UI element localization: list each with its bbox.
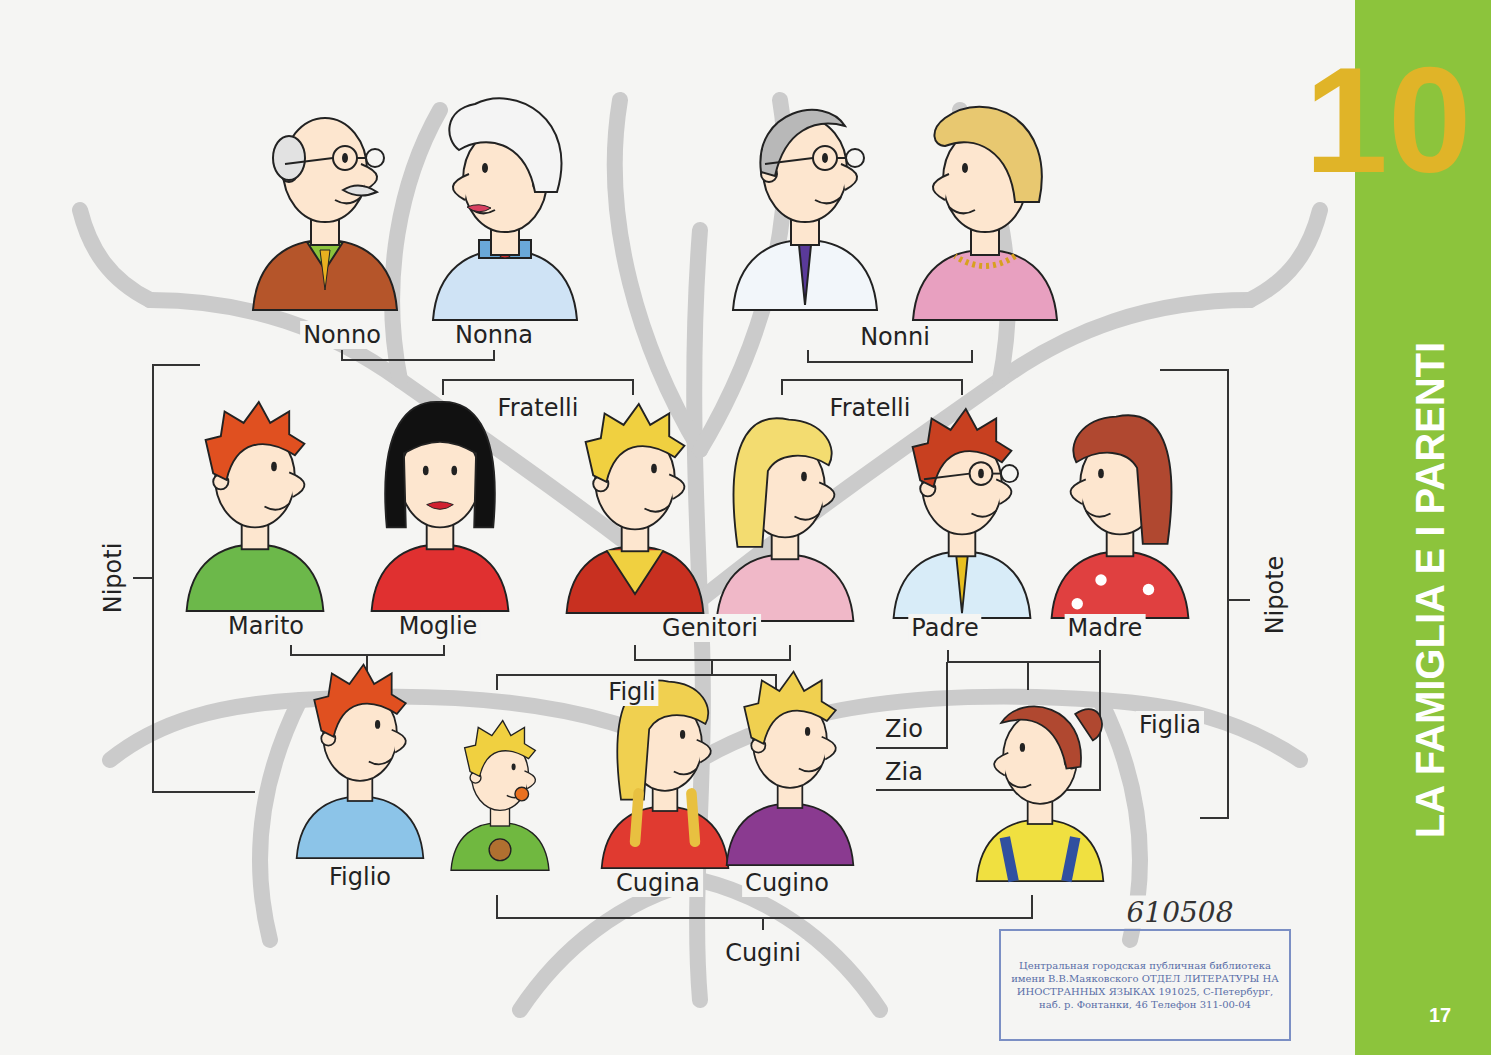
relation-label: Zia [882,758,926,786]
relation-brackets [133,350,1250,930]
library-stamp [1000,930,1290,1040]
marito-figure [187,402,324,611]
relation-label: Madre [1065,614,1146,642]
figlia-figure [977,706,1104,881]
baby-figure [451,721,549,871]
nonno-figure [733,110,877,310]
page-number: 17 [1426,1004,1454,1027]
relation-label: Nonno [300,321,384,349]
relation-label: Nipoti [99,540,127,617]
genitore-figure [567,404,704,613]
relation-label: Nonna [452,321,536,349]
relation-label: Figlia [1136,711,1204,739]
relation-label: Nonni [857,323,933,351]
relation-label: Zio [882,715,926,743]
relation-label: Cugina [613,869,703,897]
tree-branches [80,100,1320,1010]
nonno-figure [253,118,397,310]
relation-label: Fratelli [495,394,582,422]
relation-label: Marito [225,612,307,640]
relation-label: Genitori [659,614,761,642]
relation-label: Moglie [396,612,481,640]
genitore-figure [717,418,854,621]
chapter-title: LA FAMIGLIA E I PARENTI [1408,339,1453,841]
nonna-figure [433,98,577,320]
relation-label: Figli [605,678,658,706]
relation-label: Figlio [326,863,394,891]
relation-label: Nipote [1261,553,1289,638]
figlio-figure [297,665,424,859]
stamp-text: Центральная городская публичная библиоте… [1004,959,1286,1011]
padre-figure [894,409,1031,618]
chapter-number: 10 [1302,34,1475,207]
relation-label: Padre [908,614,981,642]
nonna-figure [913,107,1057,320]
cugino-figure [727,672,854,866]
madre-figure [1052,415,1189,618]
cugina-figure [602,680,729,868]
relation-label: Cugini [722,939,804,967]
relation-label: Fratelli [827,394,914,422]
handwritten-number: 610508 [1124,896,1237,929]
relation-label: Cugino [742,869,832,897]
moglie-figure [372,402,509,611]
